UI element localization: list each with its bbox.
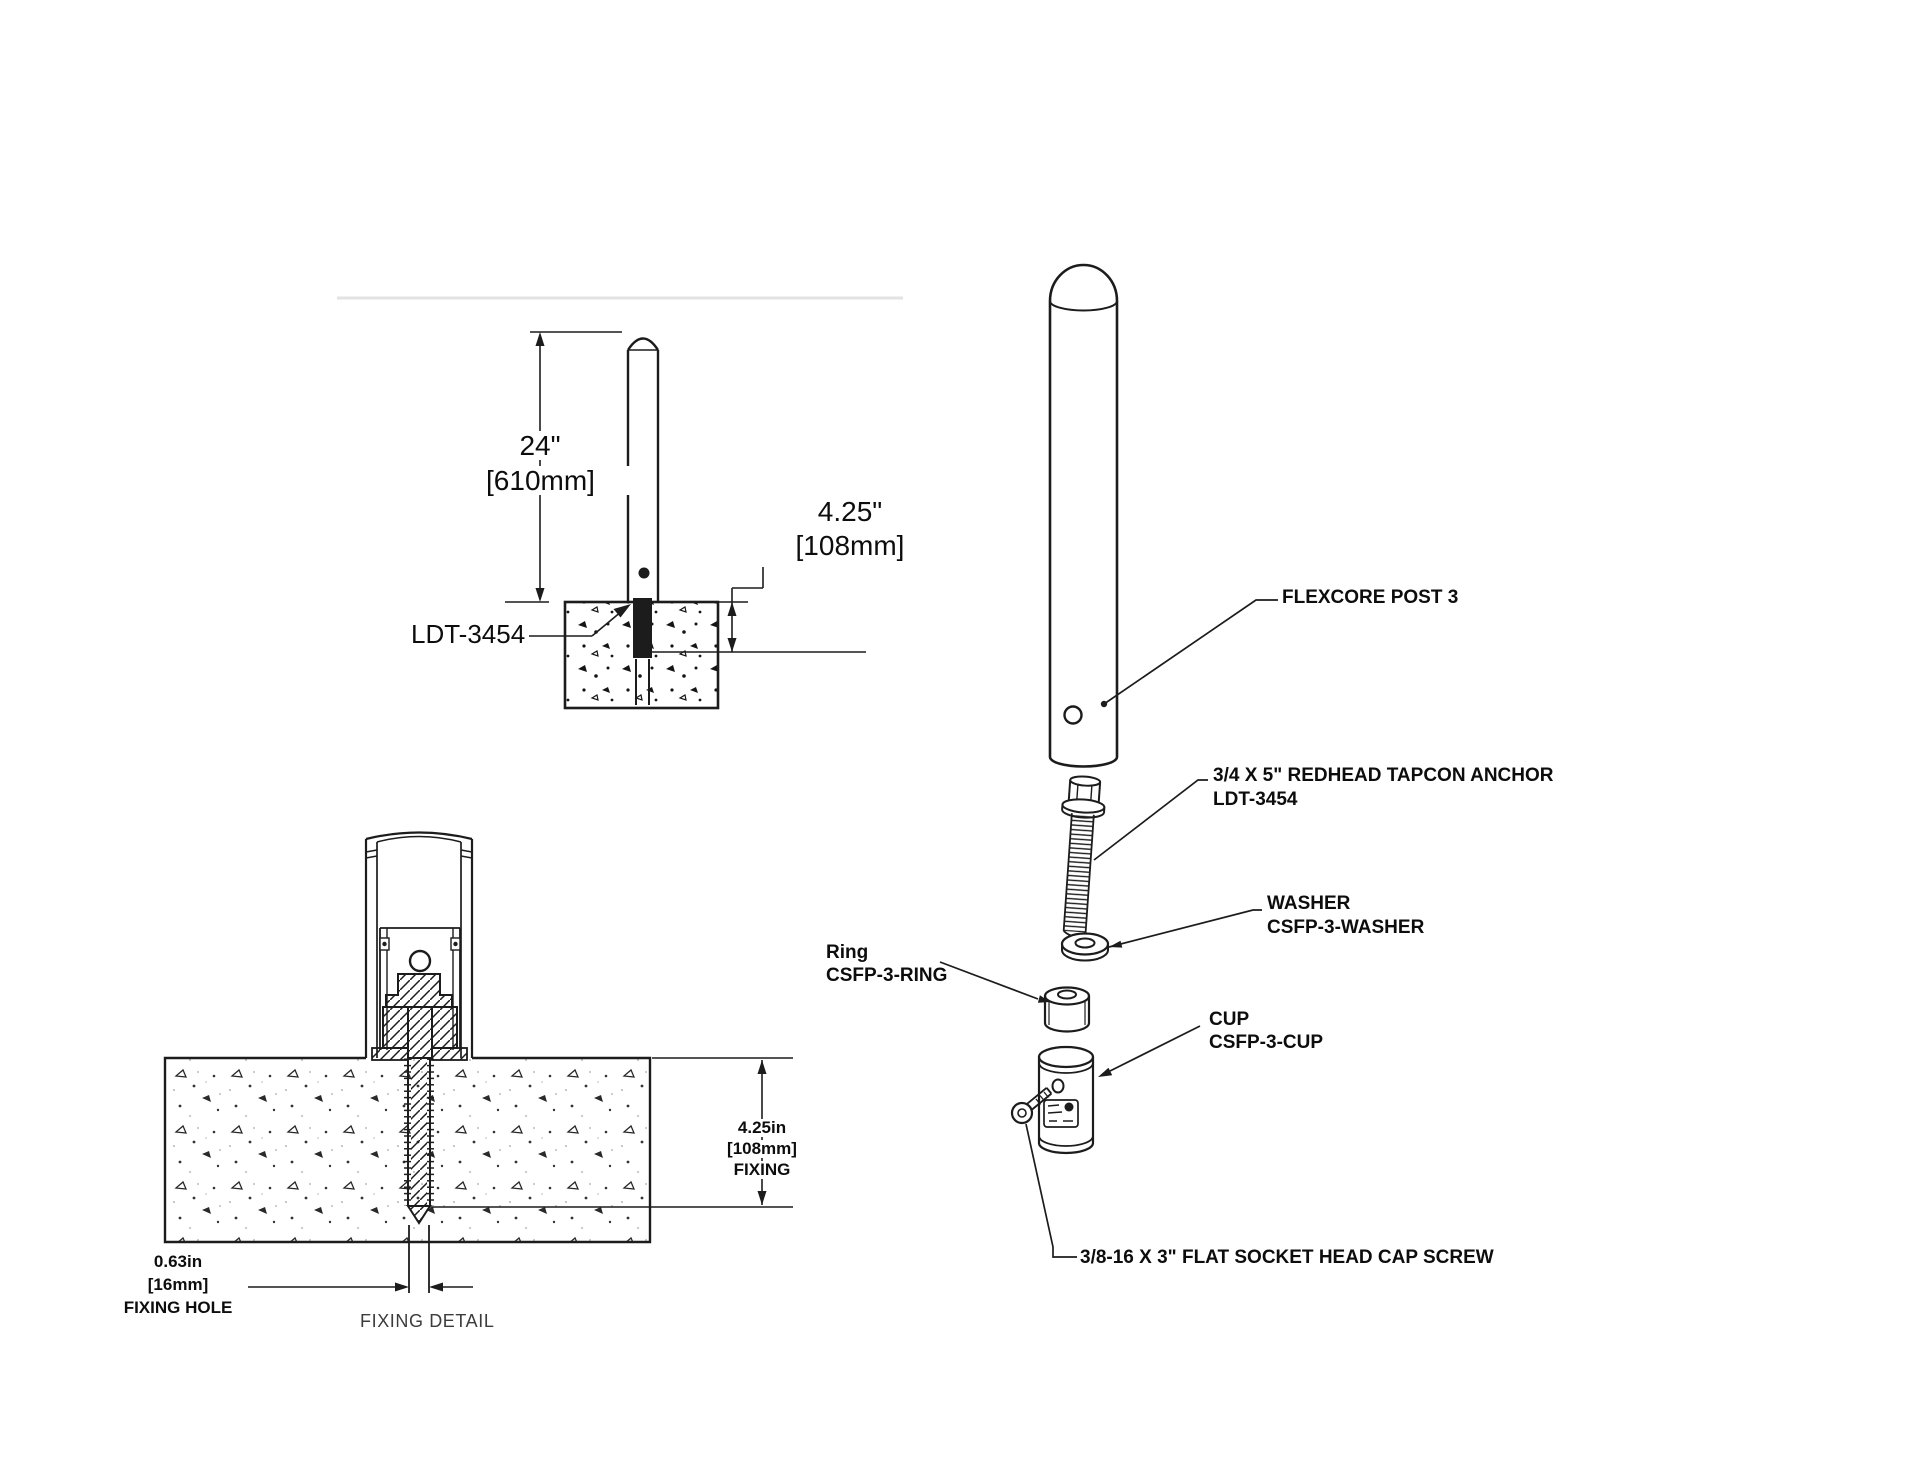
anchor-leader <box>529 604 631 637</box>
fixing-detail-view <box>163 831 793 1293</box>
concrete-footing <box>563 598 720 710</box>
cup-callout-line2: CSFP-3-CUP <box>1209 1032 1324 1053</box>
embed-dim-imperial: 4.25" <box>770 497 930 526</box>
height-dim-metric: [610mm] <box>448 466 633 495</box>
ring-leader <box>939 961 1050 1003</box>
fixing-hole-imperial: 0.63in <box>108 1253 248 1271</box>
embed-dim-metric: [108mm] <box>765 531 935 560</box>
washer-leader <box>1108 909 1262 948</box>
cup-set-screw-hole <box>1051 1078 1065 1094</box>
anchor-callout-line2: LDT-3454 <box>1213 789 1298 810</box>
ring-callout-line2: CSFP-3-RING <box>826 965 948 986</box>
cup-section <box>379 927 461 1050</box>
cap-screw-callout: 3/8-16 X 3" FLAT SOCKET HEAD CAP SCREW <box>1080 1247 1494 1268</box>
anchor-leader <box>1093 779 1208 861</box>
washer <box>1060 932 1110 962</box>
cup <box>1037 1045 1095 1155</box>
exploded-view <box>939 263 1278 1258</box>
elevation-view <box>337 296 903 710</box>
tapcon-anchor <box>1061 775 1106 938</box>
ring-callout-line1: Ring <box>826 942 869 963</box>
embed-dimension <box>650 567 866 653</box>
screw-head-section <box>371 973 468 1061</box>
height-dim-imperial: 24" <box>455 431 625 460</box>
post-hole <box>638 567 650 579</box>
view-caption: FIXING DETAIL <box>360 1311 495 1331</box>
cup-leader <box>1098 1025 1201 1077</box>
fixing-hole-metric: [16mm] <box>108 1276 248 1294</box>
post-hole <box>1063 705 1083 725</box>
anchor-callout-line1: 3/4 X 5" REDHEAD TAPCON ANCHOR <box>1213 765 1554 786</box>
embedded-anchor <box>633 598 652 658</box>
post-leader <box>1100 599 1278 708</box>
post-exploded <box>1048 263 1119 768</box>
washer-callout-line1: WASHER <box>1267 893 1351 914</box>
fixing-depth-imperial: 4.25in <box>697 1119 827 1137</box>
cap-screw-leader <box>1025 1123 1077 1258</box>
anchor-callout-label: LDT-3454 <box>411 619 526 649</box>
cup-callout-line1: CUP <box>1209 1009 1250 1030</box>
fixing-hole-caption: FIXING HOLE <box>108 1299 248 1317</box>
ring <box>1043 986 1091 1033</box>
post-section <box>364 831 474 1058</box>
cap-screw <box>1010 1087 1053 1125</box>
fixing-depth-metric: [108mm] <box>697 1140 827 1158</box>
washer-callout-line2: CSFP-3-WASHER <box>1267 917 1425 938</box>
anchor-section <box>404 1058 434 1293</box>
cup-side-hole <box>408 949 432 973</box>
post-callout: FLEXCORE POST 3 <box>1282 587 1459 608</box>
fixing-depth-caption: FIXING <box>697 1161 827 1179</box>
fixing-hole-dimension <box>237 1282 473 1292</box>
